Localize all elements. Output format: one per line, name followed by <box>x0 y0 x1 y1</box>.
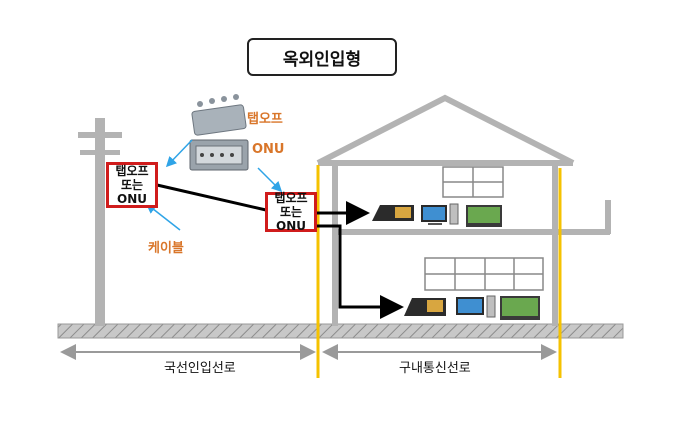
phone-icon-lower <box>404 298 446 316</box>
utility-pole <box>78 118 122 326</box>
box-line-1: 탭오프 <box>274 191 308 205</box>
tap-off-label: 탭오프 <box>247 112 283 127</box>
tap-off-or-onu-box-pole: 탭오프 또는 ONU <box>106 162 158 208</box>
onu-device-icon <box>189 139 249 171</box>
monitor-icon-upper <box>466 205 502 227</box>
desktop-pc-icon-lower <box>456 295 496 318</box>
pointer-arrows <box>145 139 283 231</box>
phone-icon-upper <box>372 205 414 221</box>
house <box>316 94 611 326</box>
cable-lines <box>156 183 404 319</box>
box-line-3: ONU <box>276 219 306 233</box>
outside-line-label: 국선인입선로 <box>160 357 240 376</box>
window-upper <box>442 166 504 198</box>
box-line-3: ONU <box>117 192 147 206</box>
window-lower <box>424 257 544 291</box>
box-line-1: 탭오프 <box>115 164 149 178</box>
tap-off-or-onu-box-house: 탭오프 또는 ONU <box>265 191 317 233</box>
ground <box>57 323 624 339</box>
box-line-2: 또는 <box>120 178 144 192</box>
box-line-2: 또는 <box>279 205 303 219</box>
monitor-icon-lower <box>500 296 540 320</box>
tap-off-device-icon <box>191 94 247 136</box>
diagram-title: 옥외인입형 <box>247 38 397 76</box>
desktop-pc-icon-upper <box>421 203 459 225</box>
inside-line-label: 구내통신선로 <box>395 357 475 376</box>
onu-label: ONU <box>252 142 285 157</box>
cable-label: 케이블 <box>148 241 184 256</box>
